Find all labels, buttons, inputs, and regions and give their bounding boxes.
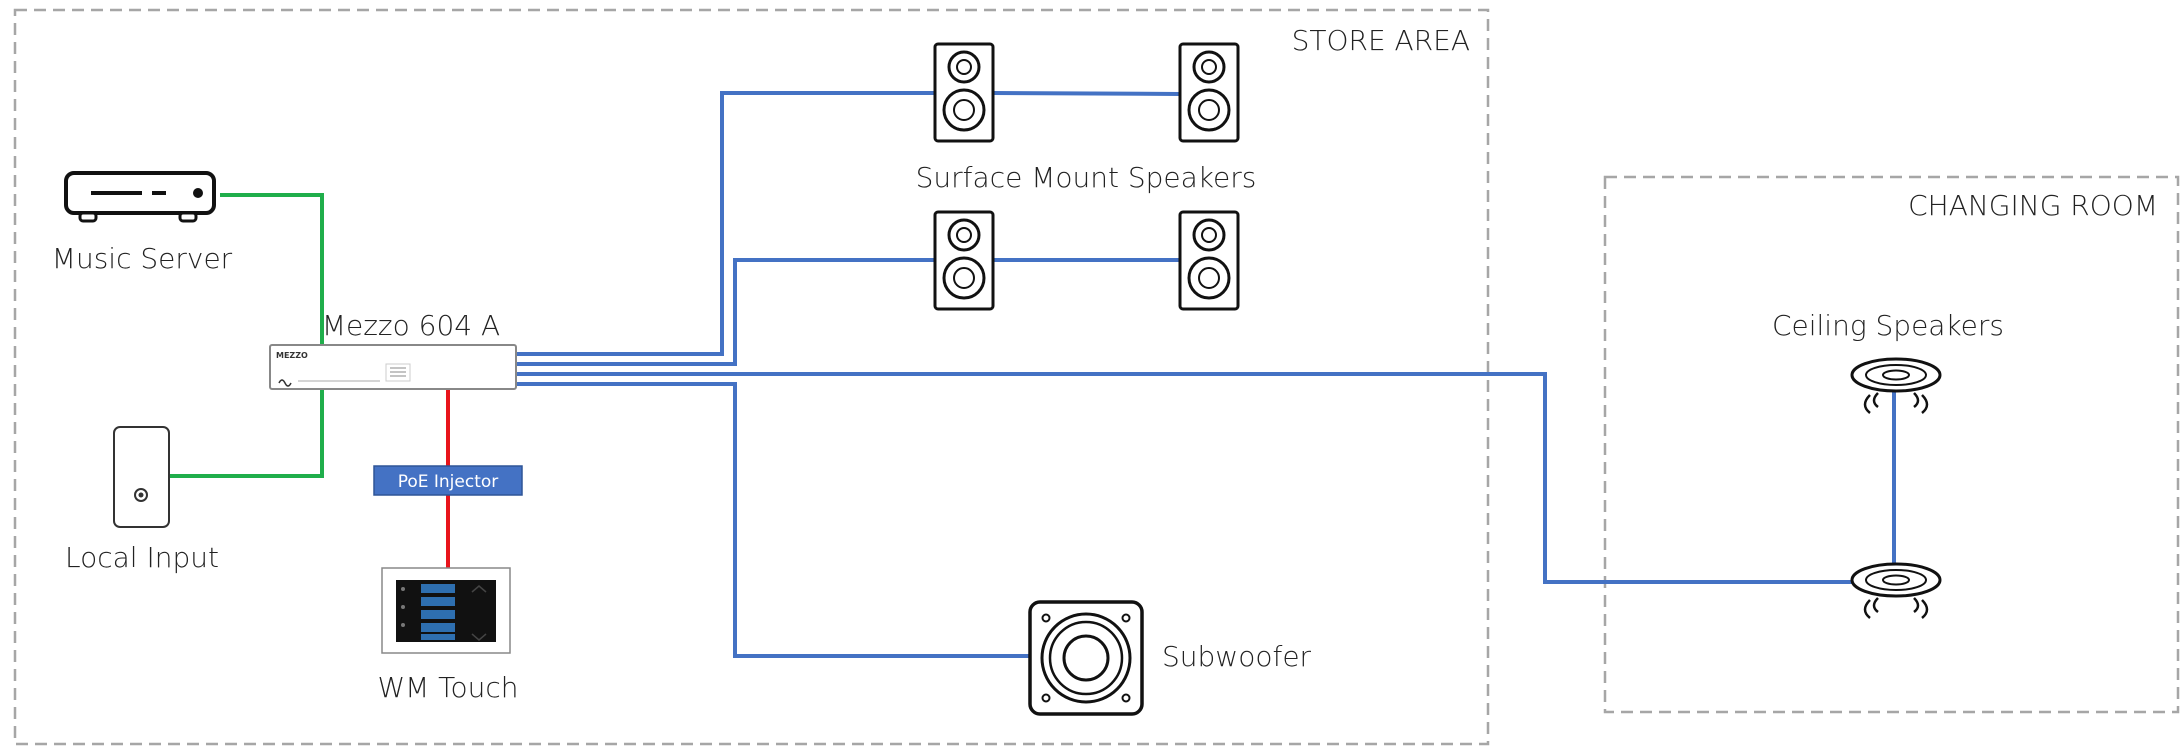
wm-touch-label: WM Touch — [377, 671, 518, 704]
surface-mount-speakers: Surface Mount Speakers — [916, 42, 1257, 311]
music-server-cable — [220, 193, 324, 347]
local-input: Local Input — [65, 426, 219, 574]
source-cables — [170, 193, 324, 478]
surface-row1-link — [992, 91, 1181, 96]
surface-speaker — [933, 210, 995, 311]
surface-speaker — [1178, 210, 1240, 311]
poe-injector: PoE Injector — [373, 465, 523, 496]
surface-row2-cable — [517, 258, 935, 366]
amplifier-brand: MEZZO — [276, 351, 308, 360]
surface-speakers-label: Surface Mount Speakers — [916, 161, 1257, 194]
ceiling-speaker — [1850, 562, 1942, 619]
ceiling-cable — [517, 372, 1855, 584]
ceiling-speakers: Ceiling Speakers — [1772, 309, 2004, 619]
store-area-title: STORE AREA — [1292, 24, 1470, 57]
amplifier-icon — [269, 344, 517, 390]
poe-injector-box — [373, 465, 523, 496]
ceiling-speaker — [1850, 357, 1942, 414]
surface-speaker — [1178, 42, 1240, 143]
surface-speaker — [933, 42, 995, 143]
local-input-label: Local Input — [65, 541, 219, 574]
changing-room-title: CHANGING ROOM — [1908, 189, 2158, 222]
changing-room-zone — [1603, 175, 2180, 714]
poe-injector-label: PoE Injector — [398, 472, 499, 492]
ceiling-speakers-label: Ceiling Speakers — [1772, 309, 2004, 342]
local-input-icon — [113, 426, 170, 528]
amplifier-label: Mezzo 604 A — [322, 309, 500, 342]
subwoofer-label: Subwoofer — [1162, 640, 1312, 673]
store-area-zone — [13, 8, 1490, 746]
mezzo-amplifier: MEZZO Mezzo 604 A — [269, 309, 517, 390]
speaker-cables — [517, 91, 1896, 658]
surface-row1-cable — [517, 91, 935, 356]
subwoofer: Subwoofer — [1028, 600, 1312, 716]
local-input-cable — [170, 388, 324, 478]
wm-touch: WM Touch — [377, 567, 519, 704]
music-server: Music Server — [52, 171, 233, 275]
subwoofer-cable — [517, 382, 1030, 658]
music-server-label: Music Server — [52, 242, 233, 275]
